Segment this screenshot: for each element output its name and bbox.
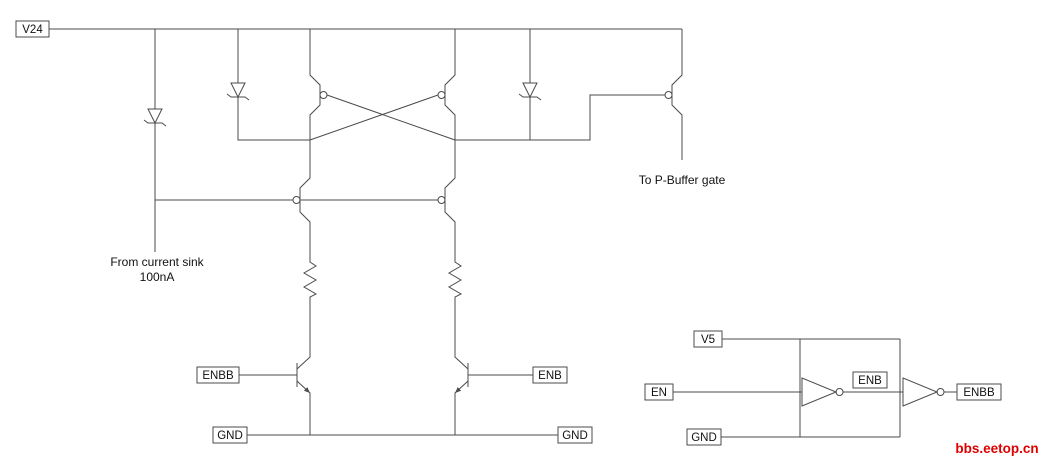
p-buffer-gate-note: To P-Buffer gate [639,173,726,187]
label-box [852,371,888,389]
enbb-label-left: ENBB [196,366,240,384]
zener-cathode-bar [143,119,167,127]
pmos-channel [444,140,456,260]
label-text: ENB [538,370,562,382]
npn-collector [296,300,311,370]
current-sink-note-line1: From current sink [110,255,204,269]
pmos-channel [309,29,321,140]
inverter-second [902,377,945,407]
label-text: ENBB [963,387,995,399]
label-box [686,428,722,446]
zener-triangle [147,108,163,125]
v24-label: V24 [15,20,50,38]
inverter-triangle [902,377,939,407]
en-label: EN [644,383,674,401]
pmos-channel [444,29,456,140]
enb-label-left: ENB [532,366,568,384]
label-text: GND [562,430,588,442]
label-text: ENBB [202,370,234,382]
label-box [644,383,674,401]
label-box [15,20,50,38]
wire-zener-mid-branch [237,29,310,141]
pmos-gate-bubble [664,91,673,99]
label-box [532,366,568,384]
inverter-triangle [801,377,838,407]
current-sink-note-line2: 100nA [140,270,175,284]
zener-diode-right [518,82,542,101]
pmos-gate-bubble [319,91,328,99]
pmos-gate-bubble [437,91,446,99]
wire-cross-couple-2 [309,94,439,141]
watermark-text: bbs.eetop.cn [955,441,1038,456]
npn-collector [454,300,469,370]
enb-label-mid: ENB [852,371,888,389]
gnd-label-left: GND [212,426,248,444]
inverter-bubble [835,388,844,396]
label-box [212,426,248,444]
zener-triangle [230,82,246,99]
pmos-gate-bubble [437,196,446,204]
label-text: V24 [22,24,43,36]
npn-driver-right [454,300,469,435]
pmos-cross-right [437,29,456,140]
label-text: GND [691,432,717,444]
zener-diode-mid [226,82,250,101]
zener-cathode-bar [518,93,542,101]
npn-driver-left [296,300,311,435]
resistor-left [303,260,318,300]
zener-cathode-bar [226,93,250,101]
pmos-cascode-left [292,140,311,260]
wire-cross-couple-1 [326,94,456,141]
v5-label: V5 [693,330,723,348]
pmos-cascode-right [437,140,456,260]
label-box [196,366,240,384]
label-text: ENB [858,375,882,387]
zener-triangle [522,82,538,99]
label-text: V5 [701,334,715,346]
wires [49,28,957,438]
pmos-gate-bubble [292,196,301,204]
label-box [956,383,1002,401]
label-text: EN [651,387,667,399]
label-text: GND [217,430,243,442]
zener-diode-left [143,108,167,127]
pmos-channel [671,29,683,160]
label-box [693,330,723,348]
pmos-output [664,29,683,160]
gnd-label-right: GND [557,426,593,444]
wire-right-node-to-output-gate [455,94,665,141]
inverter-first [801,377,844,407]
pmos-cross-left [309,29,328,140]
inverter-bubble [936,388,945,396]
npn-emitter-arrow [455,387,462,393]
enbb-label-out: ENBB [956,383,1002,401]
npn-emitter-arrow [303,387,310,393]
resistor-right [448,260,463,300]
label-box [557,426,593,444]
gnd-label-logic: GND [686,428,722,446]
